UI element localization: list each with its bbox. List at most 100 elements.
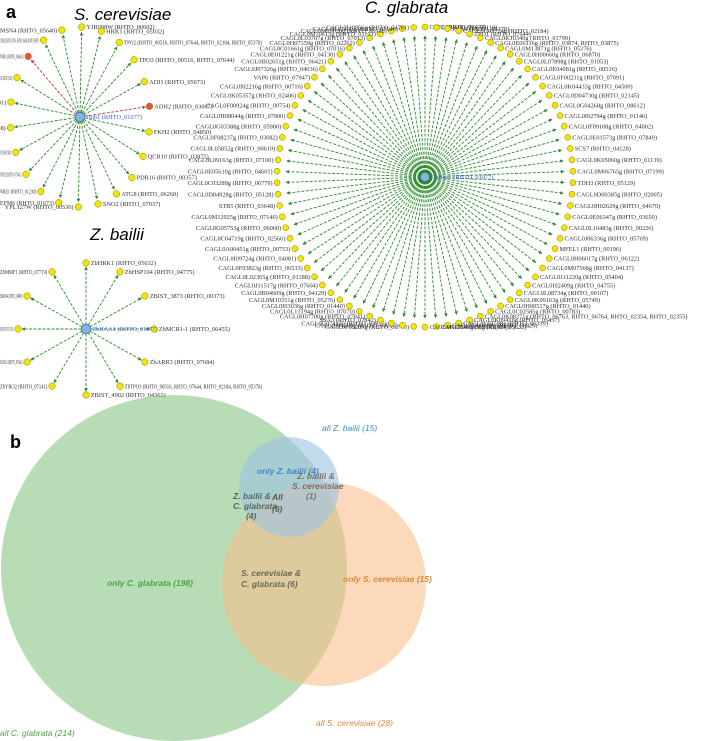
network-node-label: ZbMMF1 (RHTO_07719)	[0, 269, 47, 276]
network-edge	[313, 91, 426, 178]
network-edge	[293, 128, 426, 178]
network-node-label: CAGL0G05753g (RHTO_06060)	[196, 225, 281, 232]
network-node-label: CAGL0L02365g (RHTO_01188)	[226, 274, 310, 281]
network-edge	[79, 31, 84, 118]
network-node-label: CAGL0M12925g (RHTO_07140)	[191, 214, 277, 221]
network-edge	[362, 50, 426, 178]
network-edge	[336, 67, 426, 178]
network-node-label: CTPS (RHTO_05118)	[441, 25, 498, 32]
network-node-label: CAGL0E01221g (RHTO_04130)	[251, 52, 336, 59]
network-node-label: CAGL0D00385g (RHTO_02005)	[577, 191, 662, 198]
network-edge	[424, 176, 557, 226]
svg-text:Z. bailii &: Z. bailii &	[232, 491, 271, 501]
network-node-label: MFEL1 (RHTO_00196)	[560, 246, 622, 253]
network-edge	[85, 328, 142, 361]
network-edge	[313, 176, 426, 263]
network-node	[22, 170, 30, 178]
network-edge	[402, 176, 426, 317]
network-node-label: TPO2 (RHTO_00516, RHTO_07644, RHTO_02184…	[124, 40, 262, 47]
network-edge	[307, 176, 426, 255]
network-z-bailii: ZbHRK1 (RHTO_05632)ZbHSP104 (RHTO_04775)…	[0, 259, 262, 399]
network-node-label: CAGL0D04928g (RHTO_05128)	[188, 191, 273, 198]
network-node	[297, 255, 305, 262]
network-edge	[287, 176, 426, 206]
network-node-label: CAGL0E01573g (RHTO_07849)	[572, 134, 657, 141]
network-node-label: CAGL0M07568g (RHTO_04137)	[547, 265, 633, 272]
network-node-label: YRO2 (RHTO_07141)	[0, 172, 21, 179]
network-node-label: SNO2 (RHTO_07037)	[103, 201, 160, 208]
network-node-label: YJR098W (RHTO_00602)	[86, 24, 154, 31]
network-node	[145, 128, 153, 136]
network-node	[433, 24, 440, 31]
svg-text:(6): (6)	[272, 504, 283, 514]
network-node	[116, 268, 124, 276]
network-node	[304, 264, 311, 272]
network-node-label: CAGL0M10351g (RHTO_05276)	[249, 297, 335, 304]
network-node	[477, 34, 484, 42]
network-edge	[424, 169, 565, 178]
network-node-label: ZbYRO2 (RHTO_07141)	[0, 383, 47, 390]
network-edge	[362, 176, 426, 304]
network-node-label: CAGL0M10615g (RHTO_01131)	[290, 31, 376, 38]
network-edge	[85, 274, 119, 330]
network-edge	[424, 82, 530, 178]
network-node-label: ZbSSA3 (RHTO_07842)	[0, 359, 22, 366]
network-node	[497, 44, 504, 52]
network-node	[311, 273, 318, 281]
network-edge	[424, 61, 506, 178]
network-node	[506, 296, 514, 303]
network-edge	[285, 176, 426, 185]
network-node-label: CAGL0H06017g (RHTO_06122)	[554, 256, 639, 263]
network-node-label: CAGL0L08734g (RHTO_00107)	[524, 290, 609, 297]
network-node-label: CAGL0G04268g (RHTO_08612)	[560, 103, 645, 110]
network-node	[274, 156, 282, 164]
network-node	[568, 156, 576, 164]
network-edge	[424, 176, 478, 309]
network-node	[366, 34, 373, 42]
network-edge	[79, 46, 118, 118]
network-node	[282, 123, 289, 130]
network-node	[6, 124, 15, 132]
network-node	[274, 190, 282, 198]
network-node-label: ATG (RHTO_01538)	[0, 75, 12, 82]
network-node-label: ADH2 (RHTO_03067)	[154, 104, 212, 111]
network-node-label: CAGL0K12540g (RHTO_02437)	[430, 324, 515, 331]
network-node	[551, 102, 559, 109]
network-node	[130, 56, 138, 64]
network-edge	[42, 116, 81, 188]
network-node	[567, 202, 574, 209]
title-c-glabrata: C. glabrata	[365, 0, 448, 17]
network-node-label: YPL127W (RHTO_00530)	[5, 204, 74, 211]
network-node-label: STB5 (RHTO_03648)	[219, 203, 275, 210]
network-node	[319, 65, 326, 73]
network-node	[515, 58, 523, 65]
svg-text:(1): (1)	[306, 491, 317, 501]
network-node-label: FKH2 (RHTO_04850)	[154, 129, 211, 136]
network-node	[273, 179, 281, 186]
network-edge	[424, 109, 548, 178]
network-edge	[30, 297, 87, 330]
network-node	[13, 74, 21, 82]
network-node-label: PDR16 (RHTO_00357)	[137, 175, 197, 182]
network-node	[539, 82, 546, 90]
network-node-label: CAGL0F00924g (RHTO_00754)	[206, 103, 290, 110]
network-edge	[18, 116, 81, 151]
svg-text:(4): (4)	[246, 511, 257, 521]
network-node	[48, 382, 56, 390]
network-edge	[79, 116, 146, 133]
network-edge	[30, 328, 87, 361]
svg-text:C. glabrata: C. glabrata	[233, 501, 277, 511]
network-node	[37, 187, 45, 196]
network-s-cerevisiae: MSN4 (RHTO_05640)YJR098W (RHTO_00602)HRK…	[0, 23, 262, 211]
network-node-label: ZbHSP78 (RHTO_04775, RHTO_07803)	[0, 326, 13, 333]
network-node-label: CAGL0C02585g (RHTO_00783)	[495, 309, 580, 316]
network-node	[487, 39, 494, 46]
network-node-label: ZbMSN4 (RHTO_04880)	[0, 293, 22, 300]
network-node-label: CAGL0J07326g (RHTO_04036)	[235, 66, 318, 73]
network-node	[433, 323, 440, 330]
network-edge	[424, 176, 565, 185]
network-node	[94, 200, 102, 208]
network-node	[40, 36, 48, 44]
network-node-label: HRK1 (RHTO_05032)	[106, 28, 164, 35]
network-edge	[424, 55, 497, 178]
